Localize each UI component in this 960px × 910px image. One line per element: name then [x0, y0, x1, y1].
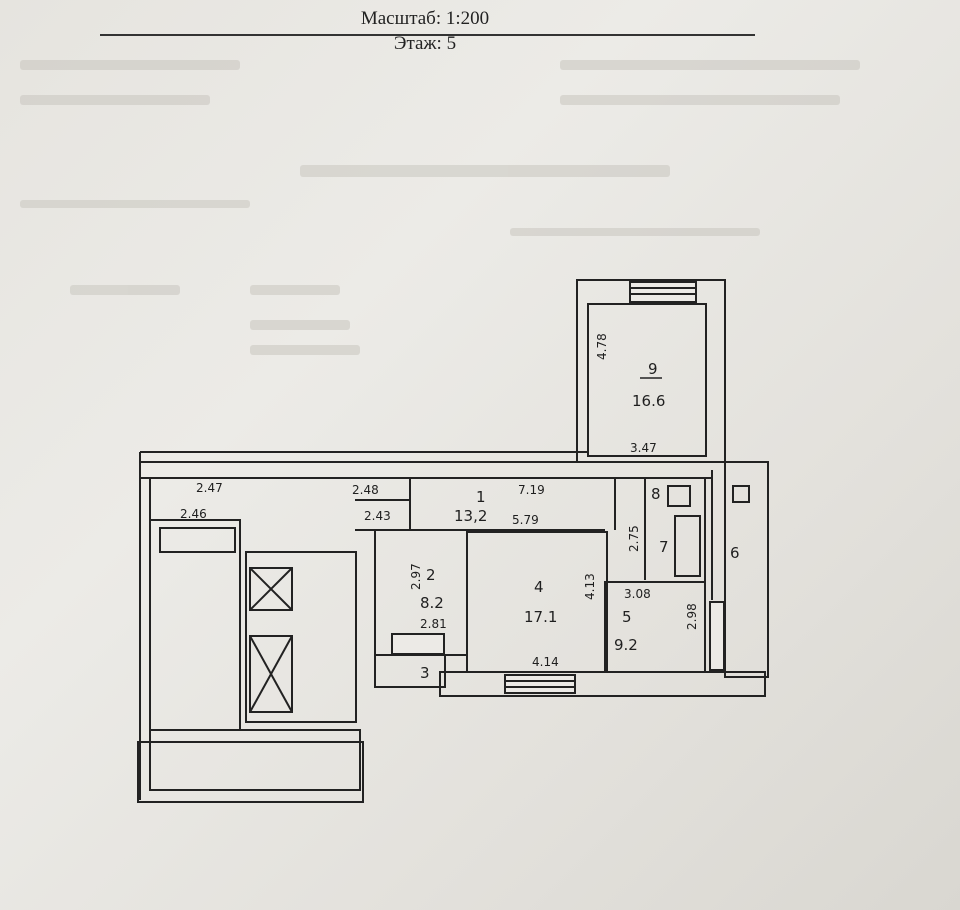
dimension-label: 2.43: [364, 509, 391, 523]
dimension-label: 2.47: [196, 481, 223, 495]
scale-label: Масштаб: 1:200: [360, 8, 490, 29]
room-number: 8: [651, 485, 661, 503]
dimension-label: 2.46: [180, 507, 207, 521]
dimension-label: 3.47: [630, 441, 657, 455]
room-number: 1: [476, 488, 486, 506]
dimension-label: 5.79: [512, 513, 539, 527]
room-area: 13,2: [454, 507, 487, 525]
room-area: 9.2: [614, 636, 638, 654]
stair-core: [137, 519, 364, 803]
dimension-label: 2.48: [352, 483, 379, 497]
room-number: 7: [659, 538, 669, 556]
rooms-block: [374, 529, 766, 697]
header-rule: [100, 34, 755, 36]
room-area: 8.2: [420, 594, 444, 612]
dimension-label: 4.14: [532, 655, 559, 669]
dimension-label: 2.97: [409, 563, 423, 590]
room-number: 6: [730, 544, 740, 562]
room-area: 16.6: [632, 392, 665, 410]
room-6-walls: [667, 461, 769, 678]
dimension-label: 4.13: [583, 573, 597, 600]
dimension-label: 3.08: [624, 587, 651, 601]
room-number: 4: [534, 578, 544, 596]
room-number: 5: [622, 608, 632, 626]
room-number: 9: [648, 360, 658, 378]
floor-label: Этаж: 5: [393, 33, 457, 54]
dimension-label: 7.19: [518, 483, 545, 497]
dimension-label: 2.81: [420, 617, 447, 631]
room-number: 2: [426, 566, 436, 584]
dimension-label: 2.98: [685, 603, 699, 630]
room-number: 3: [420, 664, 430, 682]
dimension-label: 4.78: [595, 333, 609, 360]
dimension-label: 2.75: [627, 525, 641, 552]
corridor-walls: [139, 451, 768, 800]
room-area: 17.1: [524, 608, 557, 626]
